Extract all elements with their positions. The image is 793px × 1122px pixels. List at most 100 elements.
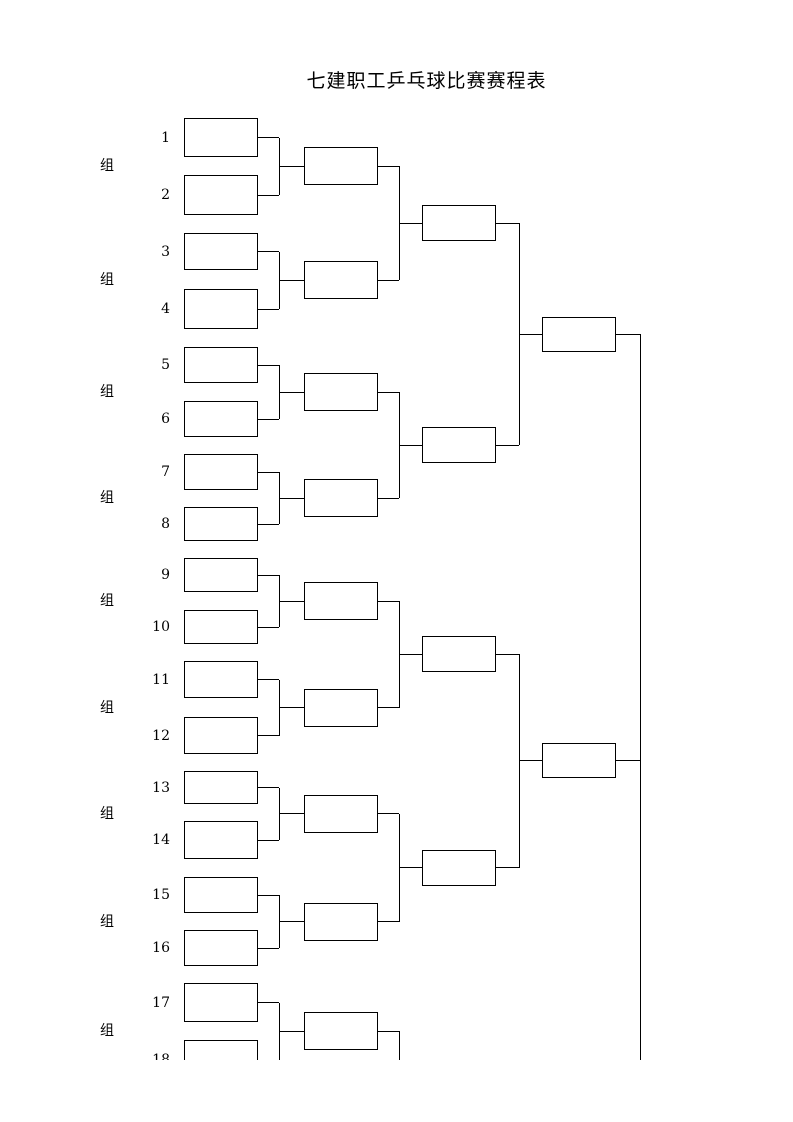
player-slot[interactable] [184,877,258,913]
winner-slot[interactable] [422,205,496,242]
winner-slot[interactable] [422,636,496,673]
connector-line [279,707,304,708]
winner-slot[interactable] [304,261,378,300]
winner-slot[interactable] [422,427,496,463]
player-slot[interactable] [184,118,258,157]
connector-line [258,626,279,628]
group-label: 组 [100,805,114,822]
connector-line [496,444,519,446]
connector-line [258,735,279,736]
winner-slot[interactable] [304,582,378,620]
connector-line [258,787,279,788]
connector-line [258,1059,279,1060]
player-slot[interactable] [184,661,258,698]
connector-line [496,653,519,655]
connector-line [496,867,519,869]
player-slot[interactable] [184,175,258,215]
group-label: 组 [100,158,114,175]
connector-line [258,1002,279,1003]
connector-line [279,600,304,602]
connector-line [378,1031,399,1033]
connector-line [279,813,304,815]
winner-slot[interactable] [304,373,378,411]
player-slot[interactable] [184,507,258,541]
connector-line [279,921,304,922]
connector-line [258,471,279,473]
connector-line [378,600,399,602]
connector-line [378,391,399,393]
player-slot[interactable] [184,454,258,490]
connector-line [616,760,640,762]
player-slot[interactable] [184,930,258,966]
connector-line [399,867,422,869]
connector-line [258,894,279,896]
winner-slot[interactable] [304,147,378,186]
player-number: 3 [161,243,170,260]
connector-line [616,333,640,335]
player-slot[interactable] [184,289,258,329]
player-slot[interactable] [184,771,258,804]
connector-line [258,679,279,680]
winner-slot[interactable] [304,794,378,833]
group-label: 组 [100,913,114,930]
connector-line [399,653,422,655]
connector-line [378,707,399,708]
connector-line [378,921,399,922]
winner-slot[interactable] [304,479,378,517]
winner-slot[interactable] [304,1012,378,1051]
player-number: 14 [152,832,170,848]
player-slot[interactable] [184,1040,258,1060]
winner-slot[interactable] [304,902,378,941]
connector-line [279,497,304,499]
group-label: 组 [100,272,114,289]
group-label: 组 [100,1023,114,1040]
connector-line [378,165,399,167]
player-number: 9 [161,567,170,583]
connector-line [519,333,542,335]
winner-slot[interactable] [542,743,616,779]
winner-slot[interactable] [422,849,496,886]
player-number: 11 [152,671,170,688]
connector-line [258,251,279,252]
player-slot[interactable] [184,347,258,383]
connector-line [378,497,399,499]
connector-line [279,1030,304,1032]
connector-line [496,222,519,224]
player-slot[interactable] [184,821,258,859]
player-number: 16 [152,940,170,956]
connector-line [378,813,399,815]
player-number: 10 [152,619,170,635]
player-number: 7 [161,464,170,480]
player-slot[interactable] [184,233,258,270]
player-number: 4 [161,301,170,317]
group-label: 组 [100,593,114,609]
connector-line [399,222,422,224]
group-label: 组 [100,490,114,506]
connector-line [258,574,279,576]
connector-line [258,839,279,841]
player-number: 12 [152,727,170,744]
player-slot[interactable] [184,717,258,754]
winner-slot[interactable] [542,316,616,352]
player-slot[interactable] [184,610,258,644]
connector-line [399,444,422,446]
player-number: 15 [152,887,170,903]
winner-slot[interactable] [304,688,378,727]
group-label: 组 [100,699,114,716]
connector-line [279,391,304,393]
player-number: 18 [152,1052,170,1060]
player-slot[interactable] [184,558,258,592]
player-slot[interactable] [184,401,258,437]
page-title: 七建职工乒乓球比赛赛程表 [306,70,547,92]
player-number: 6 [161,411,170,427]
player-slot[interactable] [184,983,258,1022]
player-number: 8 [161,516,170,532]
connector-line [279,165,304,167]
connector-line [519,760,542,762]
connector-line [258,194,279,196]
player-number: 13 [152,779,170,796]
connector-line [398,1031,400,1060]
player-number: 1 [161,129,170,146]
player-number: 5 [161,357,170,373]
